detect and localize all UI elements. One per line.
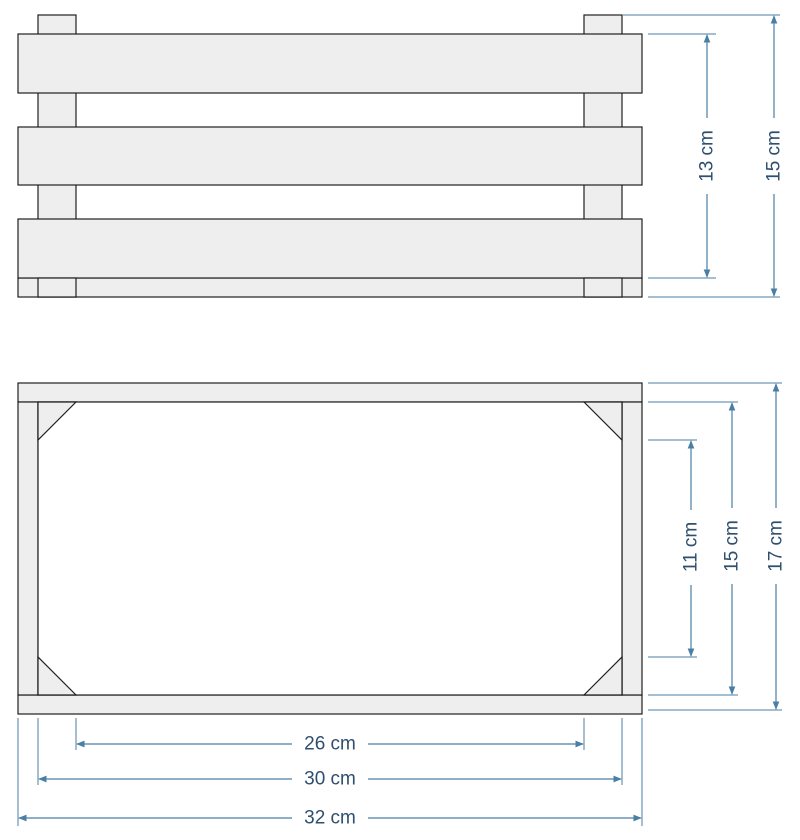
left-leg-foot bbox=[37, 277, 77, 298]
back-board bbox=[17, 694, 643, 715]
bottom-rail bbox=[17, 277, 643, 298]
right-end-board bbox=[621, 401, 643, 696]
left-end-board bbox=[17, 401, 39, 696]
dimension-label-inner-length: 26 cm bbox=[304, 734, 356, 755]
corner-brace-top-right bbox=[582, 401, 623, 442]
top-view: 11 cm 15 cm 17 cm 26 cm 30 cm 32 cm bbox=[17, 382, 787, 829]
dimension-label-total-length: 32 cm bbox=[304, 808, 356, 829]
right-leg-foot bbox=[583, 277, 623, 298]
dimension-label-middle-depth: 15 cm bbox=[722, 520, 743, 572]
corner-brace-top-left bbox=[37, 401, 78, 442]
side-slat-top bbox=[17, 33, 643, 94]
corner-brace-bottom-left bbox=[37, 655, 78, 696]
dimension-label-total-depth: 17 cm bbox=[766, 520, 787, 572]
corner-brace-bottom-right bbox=[582, 655, 623, 696]
dimension-label-middle-length: 30 cm bbox=[304, 769, 356, 790]
dimension-label-inner-height: 13 cm bbox=[697, 130, 718, 182]
side-view: 13 cm 15 cm bbox=[17, 14, 785, 298]
front-board bbox=[17, 382, 643, 403]
side-slat-bottom bbox=[17, 218, 643, 279]
dimension-label-inner-depth: 11 cm bbox=[681, 522, 702, 572]
side-slat-middle bbox=[17, 126, 643, 186]
dimension-label-total-height: 15 cm bbox=[764, 130, 785, 182]
crate-interior bbox=[37, 401, 623, 696]
